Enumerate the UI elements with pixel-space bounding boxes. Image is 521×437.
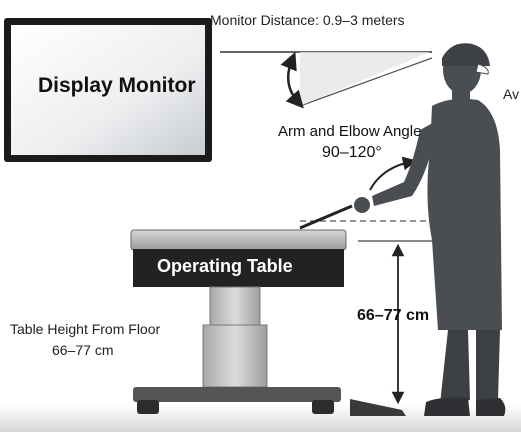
- floor-height-label: Table Height From Floor: [10, 321, 161, 337]
- arm-angle-value: 90–120°: [322, 144, 382, 161]
- monitor-title: Display Monitor: [38, 74, 196, 97]
- table-column-lower: [202, 324, 268, 388]
- table-band: [133, 249, 344, 287]
- floor-height-value: 66–77 cm: [52, 342, 114, 358]
- display-monitor: [4, 18, 212, 162]
- cutoff-label: Av: [503, 86, 520, 102]
- foot-pedal: [350, 399, 406, 416]
- table-wheel-right: [312, 400, 334, 414]
- table-base: [133, 387, 341, 402]
- surgeon-figure: [354, 43, 506, 416]
- operating-table: [130, 229, 347, 414]
- arm-angle-label: Arm and Elbow Angle: [278, 123, 422, 140]
- table-title: Operating Table: [157, 256, 293, 276]
- table-height-value: 66–77 cm: [357, 307, 430, 324]
- arm-angle-arrow: [369, 156, 417, 191]
- table-top: [130, 229, 347, 251]
- viewing-angle-wedge: [300, 52, 430, 106]
- table-column-upper: [209, 286, 261, 326]
- monitor-distance-label: Monitor Distance: 0.9–3 meters: [210, 12, 405, 28]
- table-wheel-left: [137, 400, 159, 414]
- gaze-line: [299, 57, 433, 107]
- viewing-angle-arrow: [280, 51, 304, 109]
- surgical-instrument: [299, 204, 353, 230]
